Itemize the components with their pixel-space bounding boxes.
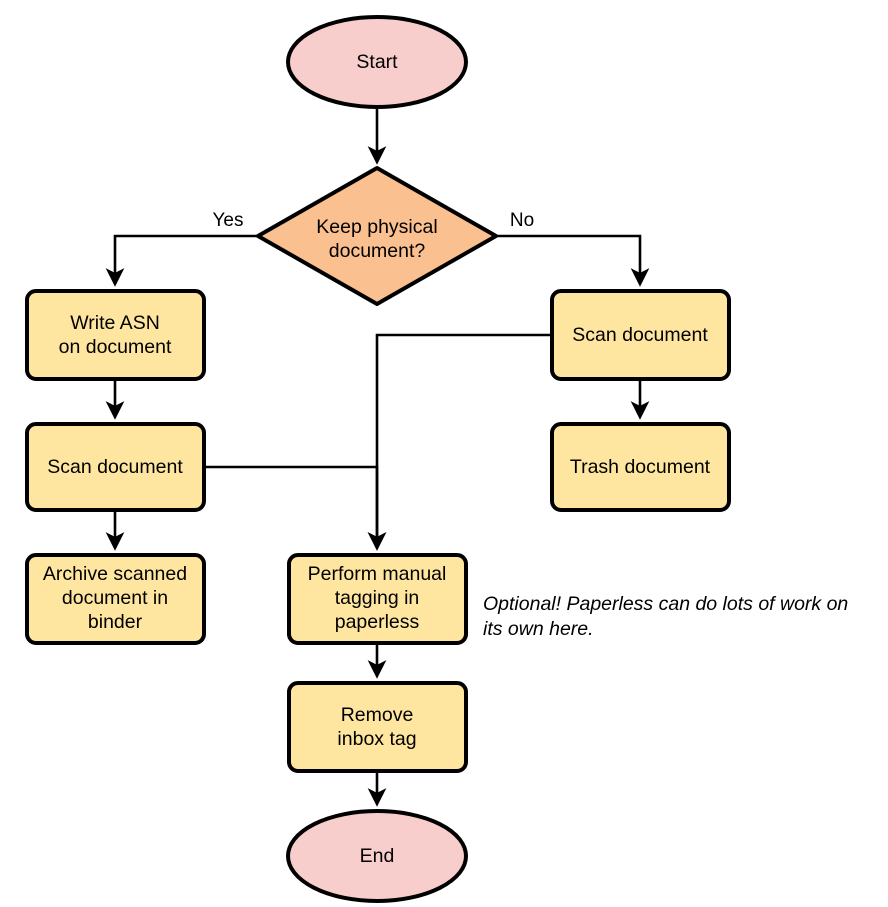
scan-right-label: Scan document (572, 324, 708, 346)
archive-binder-label-line1: Archive scanned (43, 563, 187, 585)
annotation-line1: Optional! Paperless can do lots of work … (483, 593, 848, 615)
edge-scan-left-to-manual-tagging (204, 465, 387, 551)
manual-tagging-label-line1: Perform manual (308, 563, 447, 585)
node-remove-inbox-tag[interactable]: Remove inbox tag (287, 681, 468, 773)
decision-label-line2: document? (329, 240, 426, 262)
end-label: End (360, 845, 395, 867)
edge-path (496, 234, 650, 287)
scan-left-box[interactable] (25, 422, 206, 512)
scan-left-label: Scan document (47, 456, 183, 478)
remove-inbox-tag-label-line2: inbox tag (337, 728, 416, 750)
node-end[interactable]: End (286, 809, 468, 903)
remove-inbox-tag-box[interactable] (287, 681, 468, 773)
trash-document-box[interactable] (550, 422, 731, 512)
scan-right-box[interactable] (550, 289, 731, 381)
decision-diamond[interactable] (256, 166, 498, 306)
node-scan-right[interactable]: Scan document (550, 289, 731, 381)
write-asn-box[interactable] (25, 289, 206, 381)
annotation-optional-paperless: Optional! Paperless can do lots of work … (483, 593, 848, 640)
node-write-asn[interactable]: Write ASN on document (25, 289, 206, 381)
node-manual-tagging[interactable]: Perform manual tagging in paperless (287, 553, 468, 645)
end-ellipse[interactable] (286, 809, 468, 903)
archive-binder-label-line3: binder (88, 611, 143, 633)
edge-path (204, 465, 387, 551)
decision-label-line1: Keep physical (316, 216, 437, 238)
start-ellipse[interactable] (286, 15, 468, 109)
archive-binder-box[interactable] (25, 553, 206, 645)
edge-path (367, 333, 552, 551)
manual-tagging-label-line2: tagging in (335, 587, 420, 609)
node-start[interactable]: Start (286, 15, 468, 109)
edge-scan-right-to-manual-tagging (367, 333, 552, 551)
node-trash-document[interactable]: Trash document (550, 422, 731, 512)
node-layer: Start Keep physical document? Write ASN … (25, 15, 731, 903)
node-decision-keep-physical[interactable]: Keep physical document? (256, 166, 498, 306)
trash-document-label: Trash document (570, 456, 711, 478)
edge-decision-yes-to-write-asn: Yes (105, 210, 258, 287)
write-asn-label-line1: Write ASN (70, 312, 160, 334)
remove-inbox-tag-label-line1: Remove (341, 704, 414, 726)
start-label: Start (356, 51, 398, 73)
node-scan-left[interactable]: Scan document (25, 422, 206, 512)
edge-label-yes: Yes (213, 210, 244, 231)
edge-layer: Yes No (105, 107, 650, 807)
manual-tagging-label-line3: paperless (335, 611, 420, 633)
manual-tagging-box[interactable] (287, 553, 468, 645)
edge-decision-no-to-scan-right: No (496, 210, 650, 287)
annotation-line2: its own here. (483, 618, 594, 640)
edge-path (105, 234, 258, 287)
node-archive-binder[interactable]: Archive scanned document in binder (25, 553, 206, 645)
edge-label-no: No (510, 210, 534, 231)
write-asn-label-line2: on document (59, 336, 172, 358)
archive-binder-label-line2: document in (62, 587, 168, 609)
